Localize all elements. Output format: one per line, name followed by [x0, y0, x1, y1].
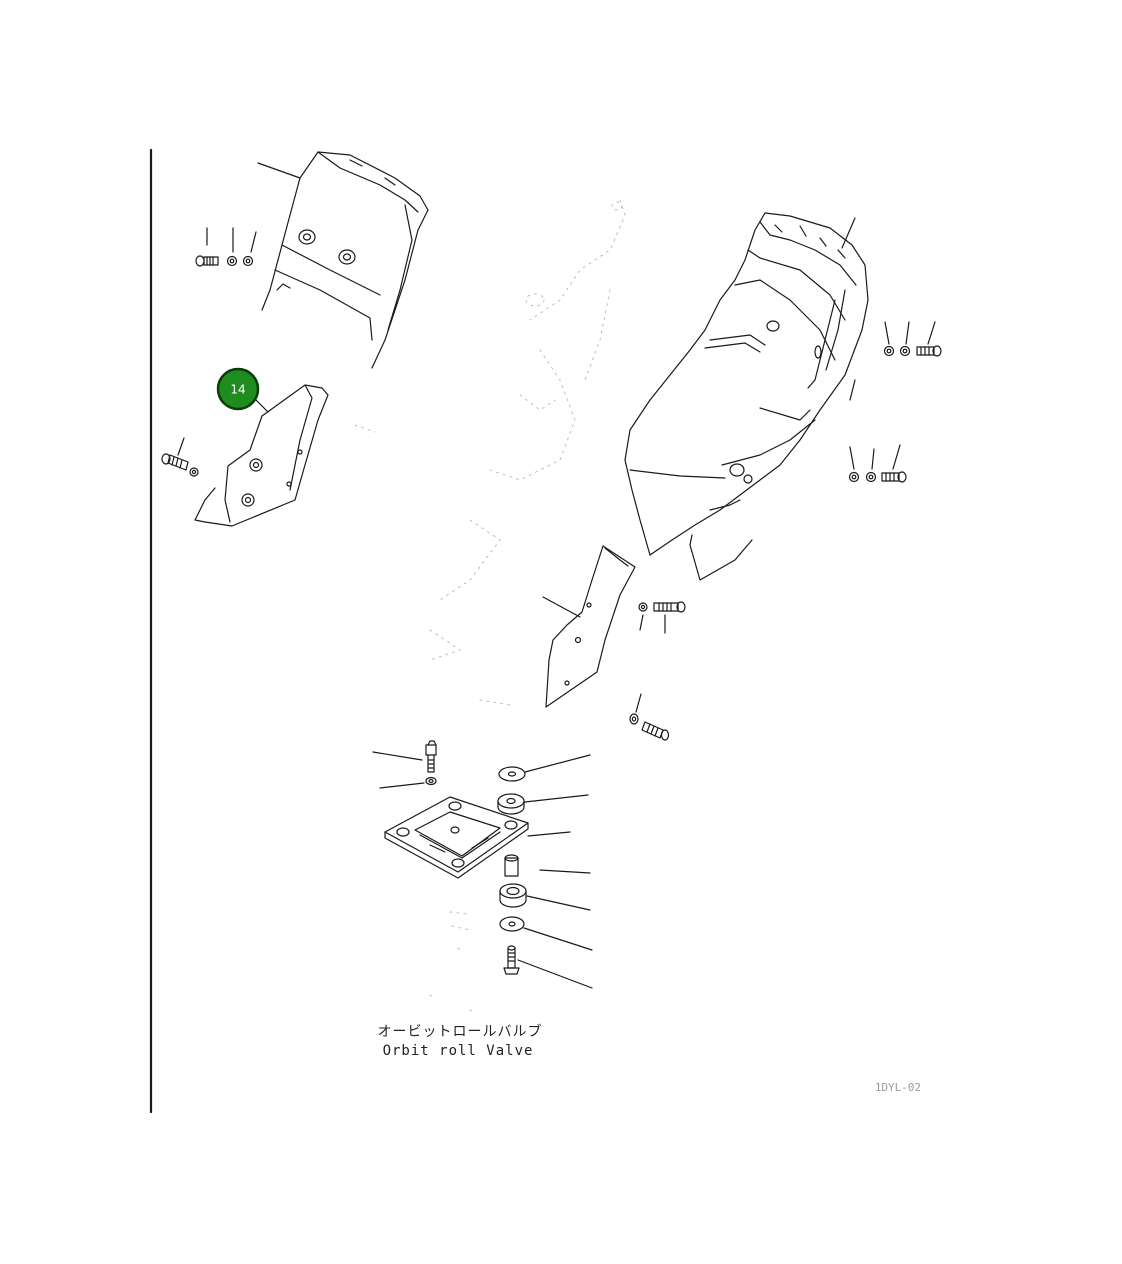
- leader-mount-washer: [379, 782, 425, 789]
- callout-label: 14: [230, 383, 245, 397]
- ghost-orbit-roll-valve: [429, 911, 477, 1014]
- valve-mount-bolt-top: [425, 740, 437, 786]
- callout-14[interactable]: 14: [216, 367, 260, 411]
- bolt-washer-set-upper: [195, 227, 257, 267]
- leader-console-cover: [841, 217, 856, 249]
- leader-upper-cover: [257, 162, 301, 179]
- leader-mount-bolt: [372, 751, 423, 761]
- bolt-washer-set-console-lower: [848, 444, 907, 483]
- bolt-washer-set-middle-lower: [629, 693, 670, 741]
- leader-stack-1: [524, 754, 591, 773]
- leader-stack-6: [517, 959, 593, 989]
- valve-stack-parts: [497, 766, 527, 975]
- leader-middle-bracket: [542, 596, 581, 618]
- caption-english: Orbit roll Valve: [383, 1043, 534, 1059]
- drawing-number: 1DYL-02: [875, 1081, 921, 1094]
- middle-bracket-plate-part: [545, 545, 636, 708]
- bolt-washer-set-bracket: [161, 437, 199, 477]
- leader-stack-2: [524, 794, 589, 803]
- leader-stack-5: [523, 927, 593, 951]
- leader-stack-4: [526, 895, 591, 911]
- bolt-washer-set-console-upper: [883, 321, 942, 357]
- leader-console-cover-lower: [849, 379, 856, 401]
- callout-circle[interactable]: [216, 367, 260, 411]
- right-console-cover-part: [624, 212, 869, 581]
- ghost-steering-column-part: [354, 199, 626, 706]
- side-bracket-part: [194, 384, 329, 527]
- leader-stack-3: [539, 869, 591, 874]
- valve-mount-plate-part: [384, 796, 529, 879]
- bolt-washer-set-middle: [638, 601, 686, 634]
- upper-cover-panel-part: [261, 151, 429, 369]
- leader-mount-plate: [527, 831, 571, 837]
- caption-japanese: オービットロールバルブ: [378, 1023, 543, 1040]
